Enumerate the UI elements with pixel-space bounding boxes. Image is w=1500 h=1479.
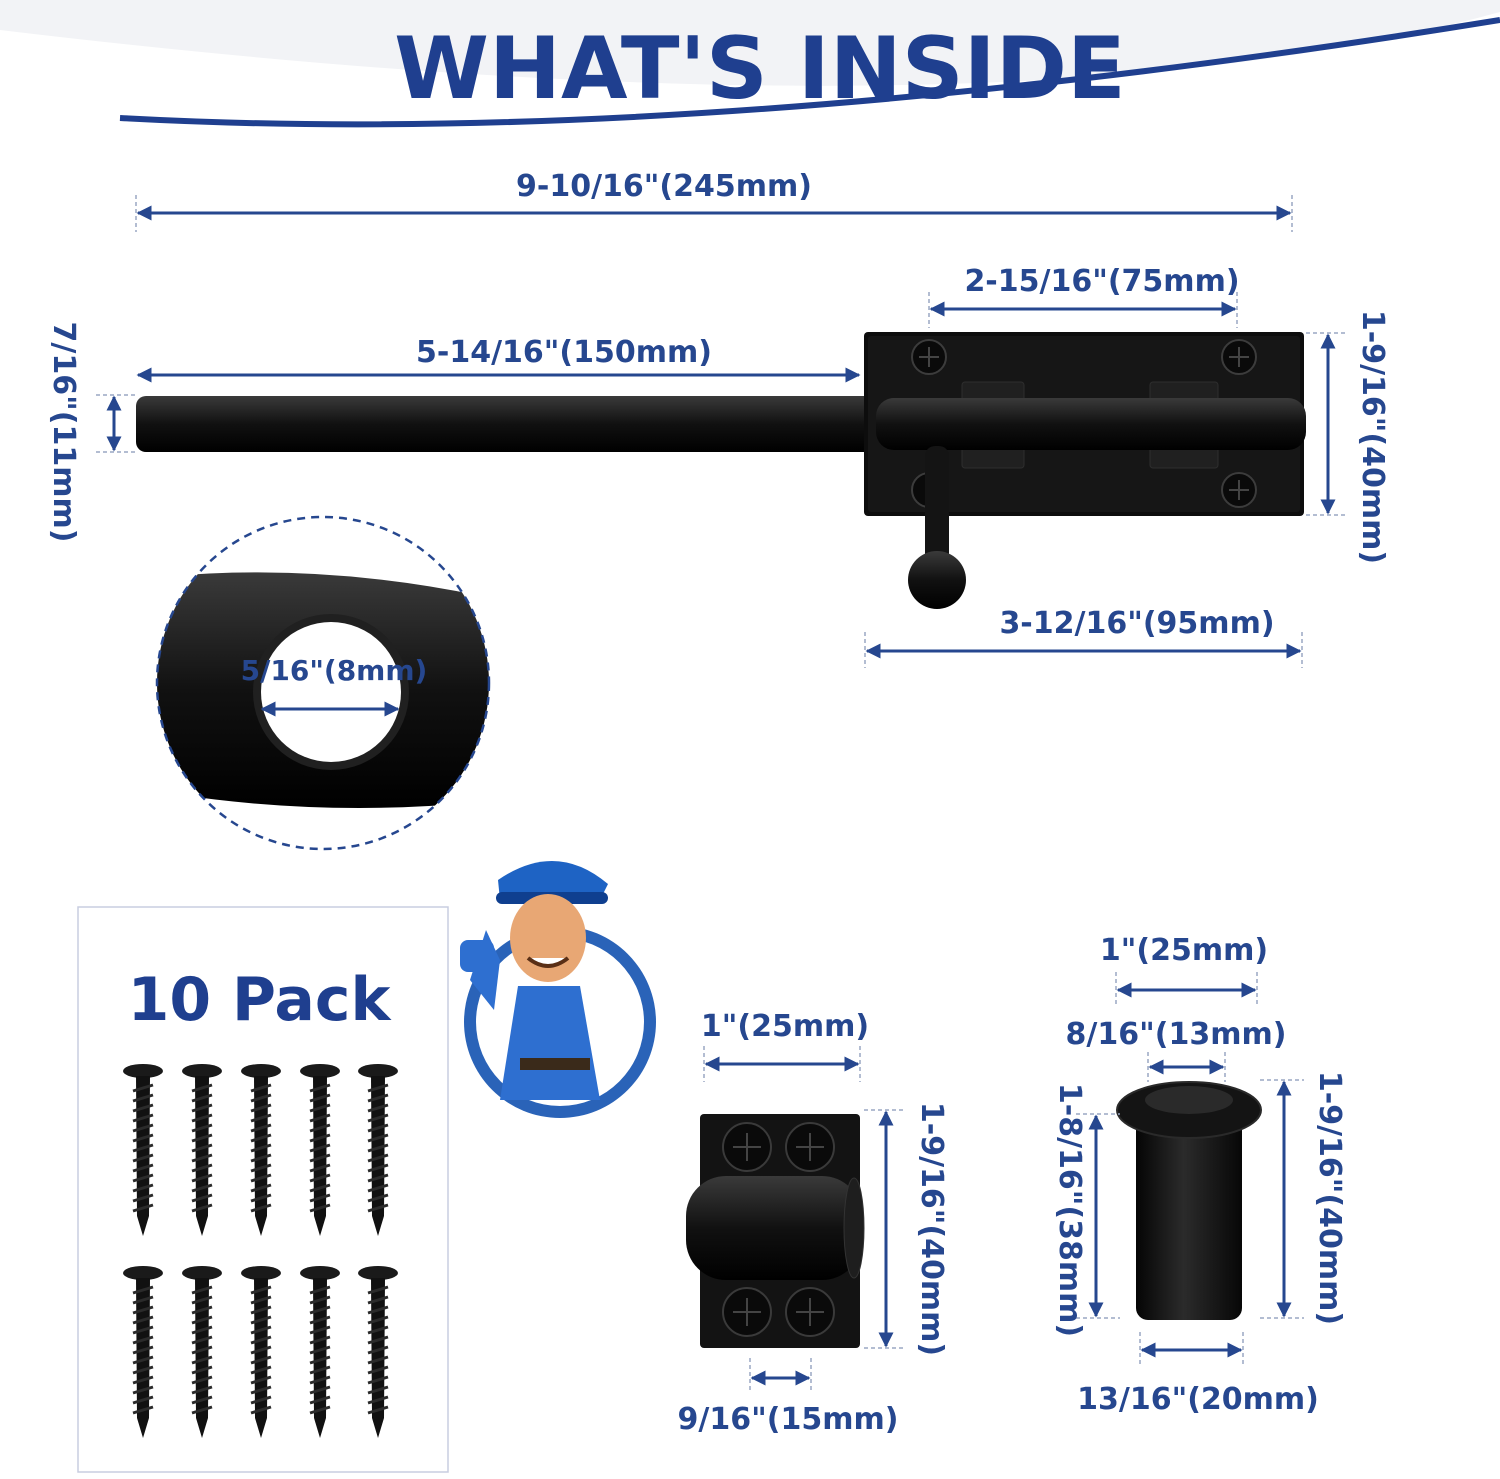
screw [358,1064,398,1236]
screw [241,1064,281,1236]
cup-inner-width-dimension: 8/16"(13mm) [1066,1017,1287,1082]
plate-height-label: 1-9/16"(40mm) [1355,310,1390,564]
screw [300,1266,340,1438]
keeper-height-label: 1-9/16"(40mm) [914,1102,949,1356]
cup-inner-width-label: 8/16"(13mm) [1066,1017,1287,1052]
keeper-hole-spacing-label: 9/16"(15mm) [678,1402,899,1437]
keeper-plate [686,1114,865,1348]
plate-hole-spacing-dimension: 2-15/16"(75mm) [928,264,1240,328]
screw-grid [123,1064,398,1438]
plate-height-dimension: 1-9/16"(40mm) [1306,310,1390,564]
plate-width-dimension: 3-12/16"(95mm) [864,606,1303,668]
screw [123,1266,163,1438]
hole-detail-zoom: 5/16"(8mm) [155,515,491,851]
hole-diameter-label: 5/16"(8mm) [241,654,428,687]
overall-length-label: 9-10/16"(245mm) [516,169,812,204]
plate-width-label: 3-12/16"(95mm) [999,606,1274,641]
overall-length-dimension: 9-10/16"(245mm) [135,169,1293,232]
header-banner: WHAT'S INSIDE [0,0,1500,128]
cup-flange-width-label: 1"(25mm) [1100,933,1268,968]
plate-hole-spacing-label: 2-15/16"(75mm) [964,264,1239,299]
cup-total-height-label: 1-9/16"(40mm) [1312,1071,1347,1325]
cup-total-height-dimension: 1-9/16"(40mm) [1260,1071,1347,1325]
bolt-diameter-label: 7/16"(11mm) [46,322,81,543]
keeper-height-dimension: 1-9/16"(40mm) [864,1102,949,1356]
screw [241,1266,281,1438]
cup-body-width-label: 13/16"(20mm) [1077,1382,1319,1417]
bolt-diameter-dimension: 7/16"(11mm) [46,322,136,543]
floor-cup [1116,1081,1262,1320]
page-title: WHAT'S INSIDE [394,19,1126,119]
cup-body-height-label: 1-8/16"(38mm) [1052,1083,1087,1337]
cup-flange-width-dimension: 1"(25mm) [1100,933,1268,1006]
worker-thumbs-up-icon [460,860,656,1118]
keeper-width-label: 1"(25mm) [701,1009,869,1044]
keeper-width-dimension: 1"(25mm) [701,1009,869,1082]
barrel-bolt [136,332,1306,609]
screw [182,1064,222,1236]
screw [358,1266,398,1438]
bolt-extension-dimension: 5-14/16"(150mm) [136,335,861,383]
screws-pack-label: 10 Pack [128,965,393,1035]
cup-body-width-dimension: 13/16"(20mm) [1077,1332,1319,1417]
screw [300,1064,340,1236]
bolt-handle-knob [908,551,966,609]
screws-panel: 10 Pack [77,906,449,1473]
screw [182,1266,222,1438]
cup-body-height-dimension: 1-8/16"(38mm) [1052,1083,1120,1337]
keeper-hole-spacing-dimension: 9/16"(15mm) [678,1358,899,1437]
bolt-extension-label: 5-14/16"(150mm) [416,335,712,370]
screw [123,1064,163,1236]
